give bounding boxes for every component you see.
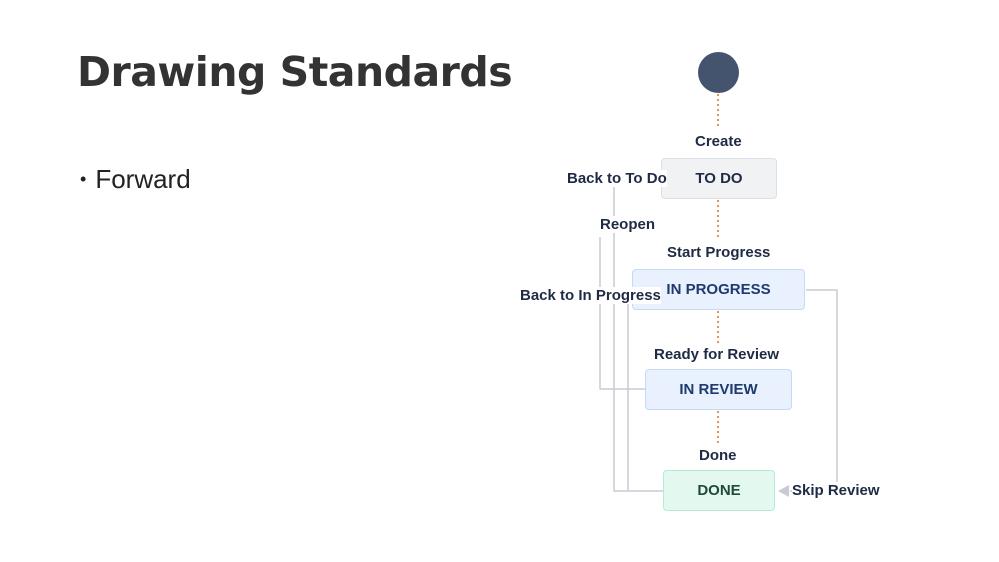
skip-review-arrowhead-icon — [778, 485, 789, 497]
back-to-in-progress-line — [627, 295, 632, 491]
start-node — [698, 52, 739, 93]
transition-back-to-in-progress-label: Back to In Progress — [520, 287, 661, 304]
transition-create-label: Create — [695, 133, 742, 150]
transition-reopen-label: Reopen — [600, 216, 656, 233]
transition-back-to-todo-label: Back to To Do — [567, 170, 667, 187]
bullet-text: Forward — [95, 164, 191, 194]
reopen-line — [599, 237, 645, 390]
state-done[interactable]: DONE — [663, 470, 775, 511]
skip-review-line — [790, 289, 838, 492]
state-in-review[interactable]: IN REVIEW — [645, 369, 792, 410]
transition-start-progress-label: Start Progress — [667, 244, 771, 261]
transition-ready-for-review-label: Ready for Review — [654, 346, 780, 363]
transition-skip-review-label: Skip Review — [792, 482, 880, 499]
bullet-item: • Forward — [80, 164, 191, 195]
bullet-list: • Forward — [80, 164, 191, 195]
bullet-dot-icon: • — [80, 169, 87, 189]
state-todo[interactable]: TO DO — [661, 158, 777, 199]
slide-title: Drawing Standards — [77, 48, 513, 96]
transition-done-label: Done — [699, 447, 737, 464]
